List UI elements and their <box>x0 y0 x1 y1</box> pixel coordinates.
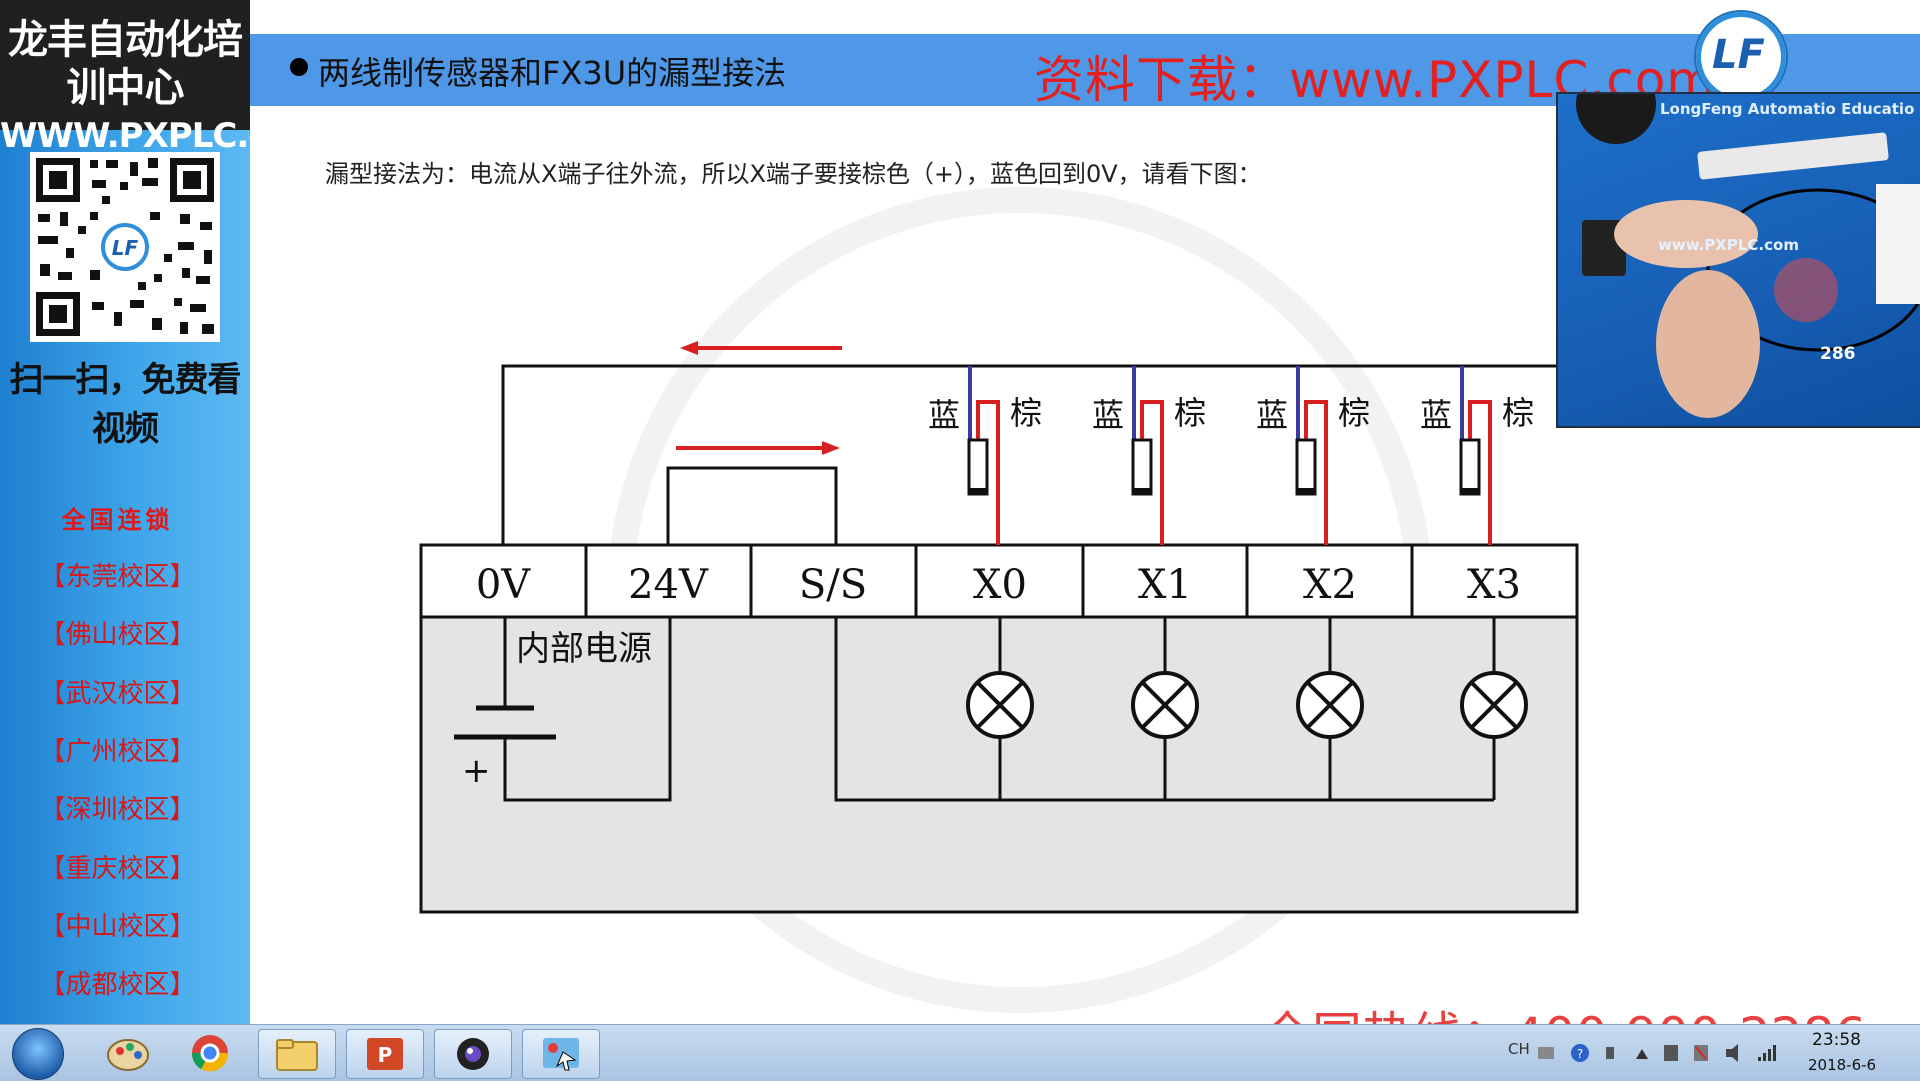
sensor-x0: 蓝 棕 <box>928 366 1042 545</box>
blue-wire-label: 蓝 <box>928 396 960 434</box>
brown-wire-label: 棕 <box>1338 394 1370 432</box>
logo-text: LF <box>1712 32 1765 78</box>
terminal-x0: X0 <box>973 562 1027 608</box>
lamp-icon <box>966 671 1034 739</box>
chrome-icon[interactable] <box>172 1029 248 1077</box>
lamp-icon <box>1460 671 1528 739</box>
lamp-icon <box>1296 671 1364 739</box>
external-wiring <box>501 364 1560 545</box>
wiring-diagram: 0V 24V S/S X0 X1 X2 X3 蓝 棕 蓝 棕 <box>419 187 1579 1013</box>
video-scene <box>1576 94 1920 418</box>
campus-item: 【东莞校区】 <box>39 562 196 592</box>
clock-date[interactable]: 2018-6-6 <box>1808 1056 1877 1074</box>
taskbar: P ? <box>0 1024 1920 1081</box>
terminal-ss: S/S <box>799 562 867 608</box>
brown-wire-label: 棕 <box>1174 394 1206 432</box>
brown-wire-label: 棕 <box>1502 394 1534 432</box>
powerpoint-icon[interactable]: P <box>346 1029 424 1079</box>
svg-text:LF: LF <box>112 236 139 260</box>
brand-url: WWW.PXPLC.com <box>0 116 250 156</box>
chain-title: 全国连锁 <box>61 506 174 534</box>
plus-label: + <box>462 751 491 791</box>
video-number-text: 286 <box>1820 344 1856 364</box>
current-arrow-right <box>676 441 840 455</box>
sensor-x3: 蓝 棕 <box>1420 366 1534 545</box>
lf-logo-icon <box>1696 12 1786 102</box>
brand-block: 龙丰自动化培训中心 WWW.PXPLC.com <box>0 0 250 156</box>
campus-item: 【深圳校区】 <box>39 795 196 825</box>
campus-item: 【中山校区】 <box>39 912 196 942</box>
campus-item: 【广州校区】 <box>39 737 196 767</box>
sensor-x2: 蓝 棕 <box>1256 366 1370 545</box>
terminal-x2: X2 <box>1303 562 1357 608</box>
brown-wire-label: 棕 <box>1010 394 1042 432</box>
sensor-x1: 蓝 棕 <box>1092 366 1206 545</box>
blue-wire-label: 蓝 <box>1256 396 1288 434</box>
clock-time[interactable]: 23:58 <box>1812 1030 1861 1050</box>
recorder-app-icon[interactable] <box>522 1029 600 1079</box>
file-explorer-icon[interactable] <box>258 1029 336 1079</box>
bullet-icon <box>290 58 308 76</box>
camera-app-icon[interactable] <box>434 1029 512 1079</box>
start-button[interactable] <box>12 1028 64 1080</box>
blue-wire-label: 蓝 <box>1092 396 1124 434</box>
svg-text:P: P <box>378 1043 393 1067</box>
tray-icons[interactable]: ? <box>1538 1033 1788 1073</box>
blue-wire-label: 蓝 <box>1420 396 1452 434</box>
terminal-x1: X1 <box>1138 562 1192 608</box>
terminal-x3: X3 <box>1467 562 1521 608</box>
campus-item: 【武汉校区】 <box>39 679 196 709</box>
campus-item: 【重庆校区】 <box>39 854 196 884</box>
qr-code-icon: LF <box>30 152 220 342</box>
current-arrow-left <box>680 341 842 355</box>
video-url-text: www.PXPLC.com <box>1658 236 1799 254</box>
description-text: 漏型接法为：电流从X端子往外流，所以X端子要接棕色（+），蓝色回到0V，请看下图… <box>325 160 1262 188</box>
campus-item: 【佛山校区】 <box>39 620 196 650</box>
terminal-24v: 24V <box>628 562 709 608</box>
terminal-0v: 0V <box>476 562 531 608</box>
terminal-block: 0V 24V S/S X0 X1 X2 X3 <box>419 543 1579 619</box>
brand-name: 龙丰自动化培训中心 <box>8 17 243 111</box>
svg-text:?: ? <box>1577 1047 1583 1061</box>
internal-power-label: 内部电源 <box>516 629 652 669</box>
video-overlay: LongFeng Automatio Educatio www.PXPLC.co… <box>1556 92 1920 428</box>
paint-app-icon[interactable] <box>90 1029 166 1077</box>
battery-icon <box>454 705 556 740</box>
campus-item: 【成都校区】 <box>39 970 196 1000</box>
qr-caption: 扫一扫，免费看视频 <box>9 360 242 449</box>
slide-title: 两线制传感器和FX3U的漏型接法 <box>318 54 787 92</box>
lamp-icon <box>1131 671 1199 739</box>
sidebar: 龙丰自动化培训中心 WWW.PXPLC.com LF 扫一扫，免费看视频 全国连… <box>0 0 250 1024</box>
input-language-indicator[interactable]: CH <box>1508 1040 1530 1058</box>
internal-circuit <box>503 617 1496 802</box>
video-brand-text: LongFeng Automatio Educatio <box>1660 100 1915 118</box>
